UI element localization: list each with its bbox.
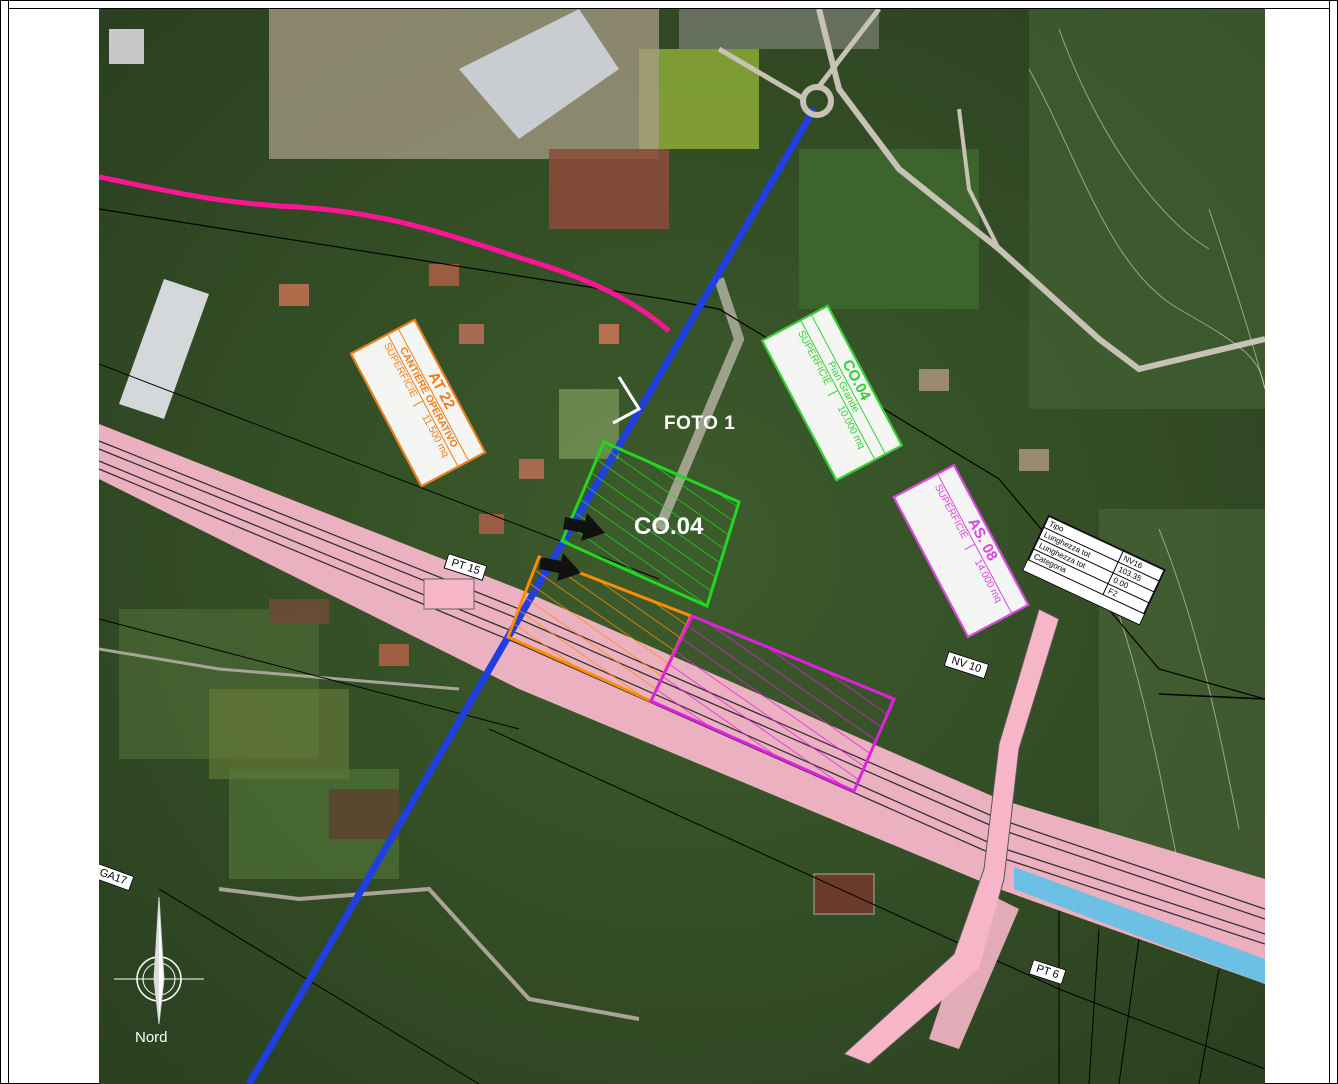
right-divider [1329, 0, 1330, 1084]
local-road [654, 277, 745, 531]
house [919, 369, 949, 391]
house [599, 324, 619, 344]
contour-line [1208, 208, 1265, 390]
area-label: CO.04 [634, 513, 704, 540]
house [429, 264, 459, 286]
station [423, 578, 475, 610]
area-co04-hatched [560, 440, 741, 609]
house [1019, 449, 1049, 471]
warehouse-roof [459, 9, 619, 139]
local-road [218, 886, 640, 1021]
field-patch [799, 149, 979, 309]
building [109, 29, 144, 64]
pipeline [99, 174, 671, 333]
compass-label: Nord [135, 1029, 168, 1046]
boundary-line [158, 888, 480, 1084]
contour-line [1028, 68, 1265, 390]
boundary-line [1058, 909, 1220, 1084]
quarry-area [269, 9, 659, 159]
boundary-line [1158, 693, 1265, 700]
house [379, 644, 409, 666]
arrow-marker [539, 553, 581, 581]
contour-line [1158, 528, 1240, 830]
local-road [99, 647, 460, 691]
buildings [549, 149, 669, 229]
house [519, 459, 544, 479]
boundary-line [99, 618, 520, 730]
field-patch [269, 599, 329, 624]
greenhouses [119, 279, 209, 419]
field-patch [209, 689, 349, 779]
aerial-map[interactable]: FOTO 1 CO.04 PT 15 NV 10 PT 6 GA17 AT 22… [99, 9, 1265, 1084]
house [459, 324, 484, 344]
parking [679, 9, 879, 49]
field-patch [329, 789, 399, 839]
top-divider [8, 8, 1330, 9]
left-divider [8, 0, 9, 1084]
local-road [717, 9, 881, 102]
tunnel-segment [1014, 867, 1265, 984]
contour-line [1058, 28, 1210, 250]
arrow-marker [563, 513, 605, 541]
branch-corridor [929, 889, 1019, 1049]
house [479, 514, 504, 534]
compass-icon [114, 896, 204, 1025]
house [279, 284, 309, 306]
pond [813, 873, 875, 915]
photo-label: FOTO 1 [664, 413, 736, 434]
area-as08-hatched [648, 614, 896, 793]
photo-viewpoint-icon [612, 376, 642, 425]
hill-area [1029, 9, 1265, 409]
local-road [957, 108, 1001, 250]
